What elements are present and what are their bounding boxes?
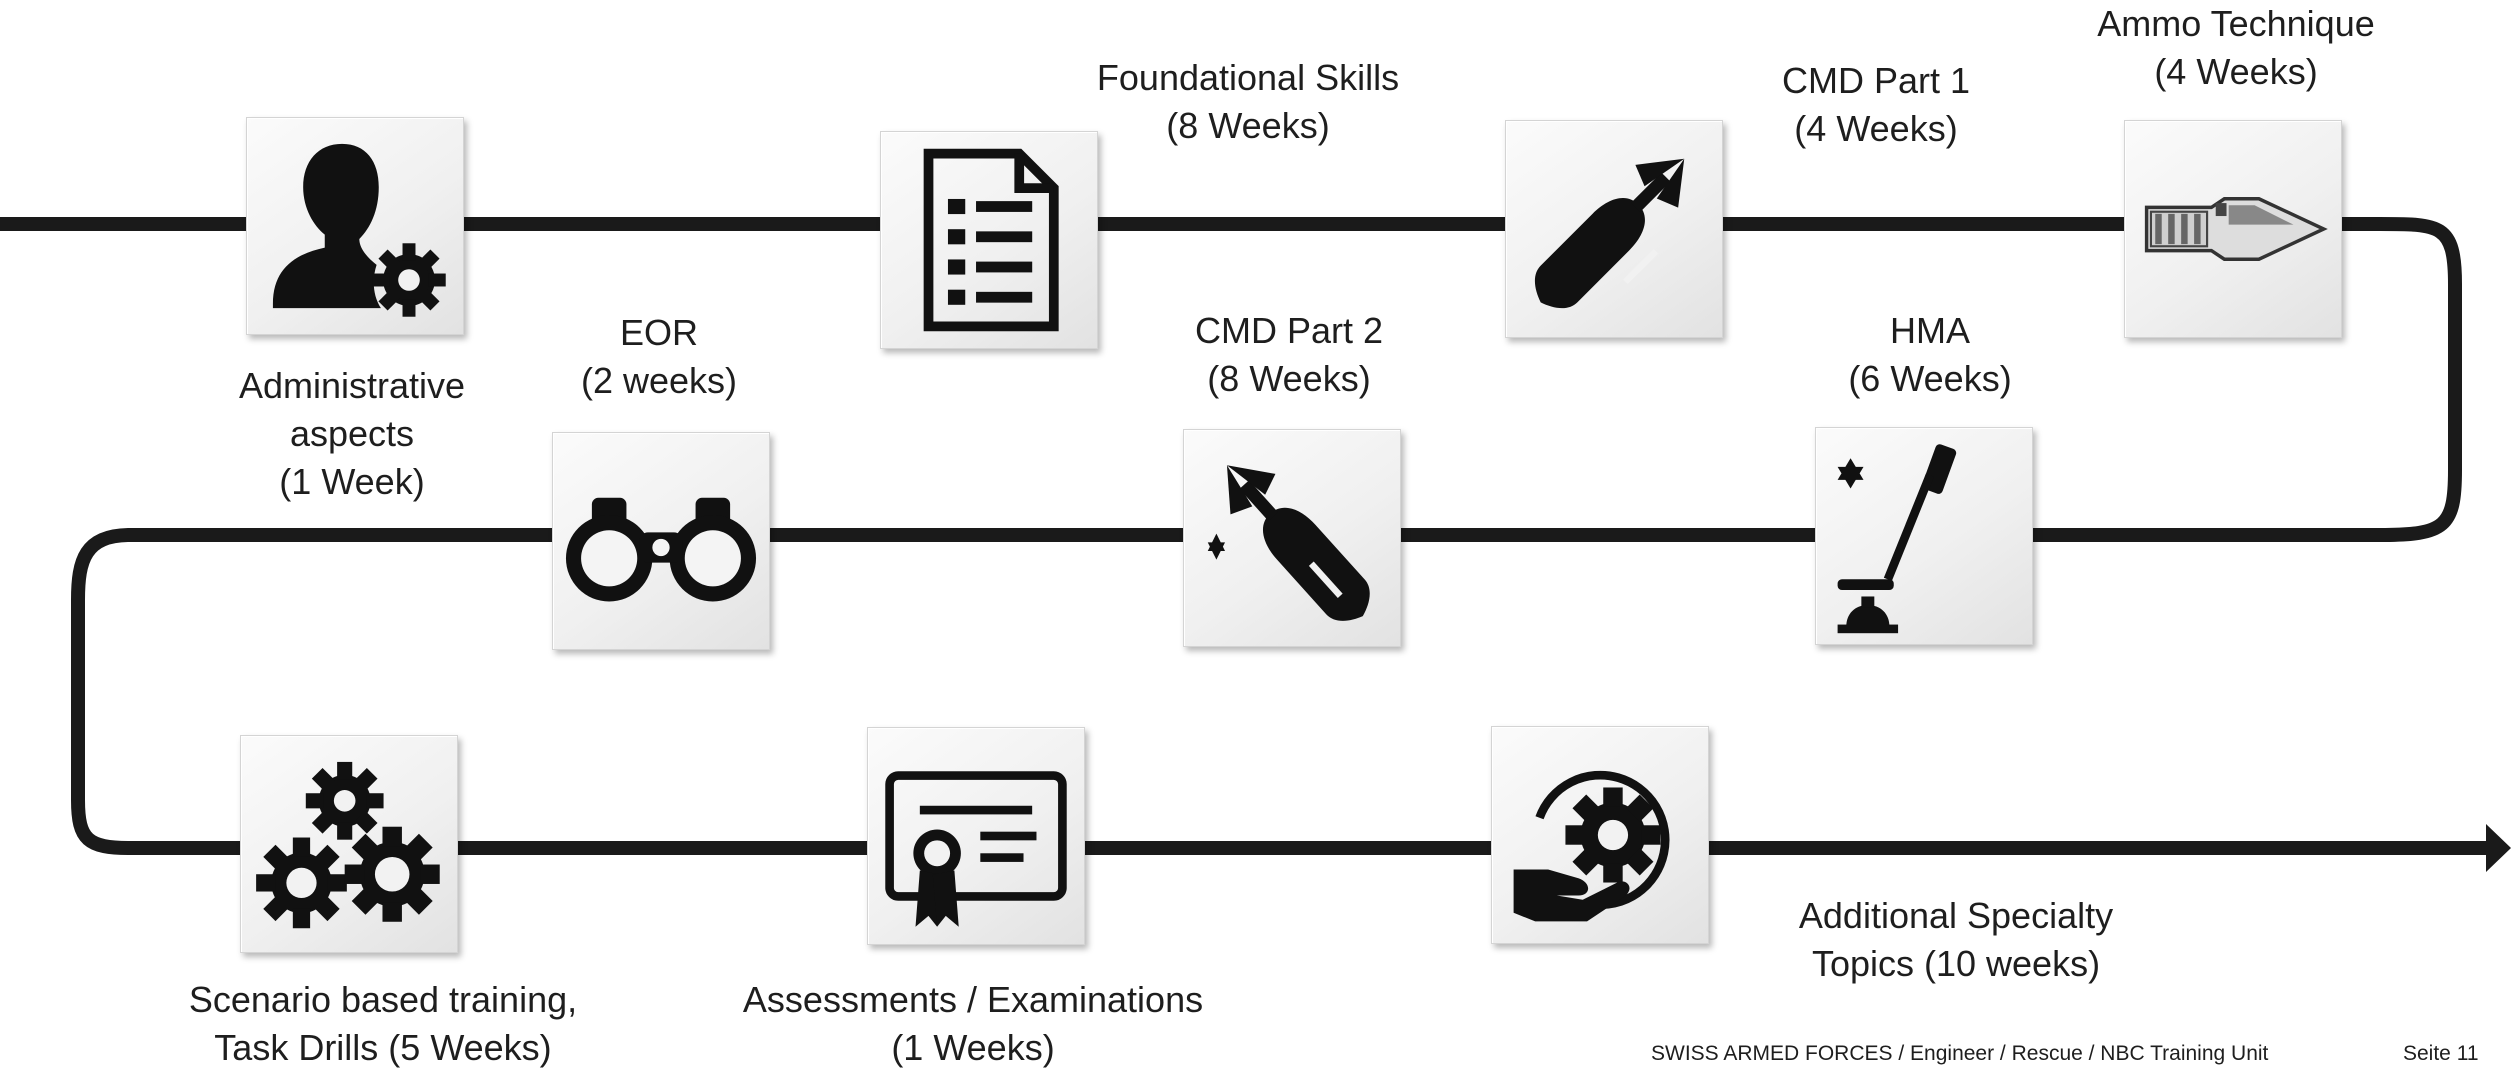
- label-hma: HMA (6 Weeks): [1848, 307, 2011, 403]
- tile-ammo: [2124, 120, 2342, 338]
- flow-arrowhead: [2486, 824, 2511, 872]
- ammunition-cutaway-icon: [2144, 197, 2328, 261]
- mine-detector-icon: [1837, 444, 1957, 634]
- star-icon: [1207, 533, 1226, 560]
- label-administrative: Administrative aspects (1 Week): [239, 362, 465, 506]
- label-line: CMD Part 1: [1781, 60, 1971, 101]
- label-line: Topics (10 weeks): [1811, 943, 2101, 984]
- label-specialty: Additional Specialty Topics (10 weeks): [1799, 892, 2113, 988]
- gears-icon: [256, 761, 440, 929]
- tile-hma: [1815, 427, 2033, 645]
- checklist-document-icon: [923, 148, 1059, 332]
- label-scenario: Scenario based training, Task Drills (5 …: [189, 976, 577, 1072]
- footer-organisation: SWISS ARMED FORCES / Engineer / Rescue /…: [1651, 1042, 2269, 1065]
- tile-cmd2: [1183, 429, 1401, 647]
- label-cmd1: CMD Part 1 (4 Weeks): [1782, 57, 1970, 153]
- label-line: Additional Specialty: [1798, 895, 2114, 936]
- hand-gear-icon: [1513, 770, 1670, 922]
- label-cmd2: CMD Part 2 (8 Weeks): [1195, 307, 1383, 403]
- label-line: Assessments / Examinations: [742, 979, 1204, 1020]
- tile-specialty: [1491, 726, 1709, 944]
- tile-eor: [552, 432, 770, 650]
- label-line: (4 Weeks): [2154, 51, 2318, 92]
- label-line: Scenario based training,: [188, 979, 578, 1020]
- binoculars-icon: [565, 497, 757, 602]
- bomb-star-icon: [1207, 465, 1370, 621]
- label-line: (4 Weeks): [1794, 108, 1958, 149]
- label-line: (8 Weeks): [1166, 105, 1330, 146]
- tile-cmd1: [1505, 120, 1723, 338]
- footer-page-number: Seite 11: [2403, 1042, 2479, 1065]
- label-foundational: Foundational Skills (8 Weeks): [1097, 54, 1399, 150]
- label-line: (1 Weeks): [891, 1027, 1055, 1068]
- tile-administrative: [246, 117, 464, 335]
- label-line: Ammo Technique: [2097, 3, 2375, 44]
- label-line: Task Drills (5 Weeks): [214, 1027, 552, 1068]
- tile-assessments: [867, 727, 1085, 945]
- label-line: (6 Weeks): [1848, 358, 2012, 399]
- label-line: (8 Weeks): [1207, 358, 1371, 399]
- bomb-icon: [1534, 158, 1685, 309]
- label-line: aspects: [289, 413, 415, 454]
- tile-foundational: [880, 131, 1098, 349]
- label-eor: EOR (2 weeks): [581, 309, 737, 405]
- flow-line-top: [0, 217, 2490, 855]
- label-line: (1 Week): [279, 461, 425, 502]
- label-line: CMD Part 2: [1194, 310, 1384, 351]
- label-ammo: Ammo Technique (4 Weeks): [2097, 0, 2375, 96]
- tile-scenario: [240, 735, 458, 953]
- label-line: Foundational Skills: [1096, 57, 1400, 98]
- label-line: Administrative: [238, 365, 466, 406]
- person-gear-icon: [272, 143, 446, 317]
- certificate-icon: [885, 771, 1067, 927]
- label-line: EOR: [619, 312, 699, 353]
- label-line: (2 weeks): [580, 360, 738, 401]
- star-icon: [1837, 458, 1864, 489]
- label-assessments: Assessments / Examinations (1 Weeks): [743, 976, 1203, 1072]
- label-line: HMA: [1890, 310, 1970, 351]
